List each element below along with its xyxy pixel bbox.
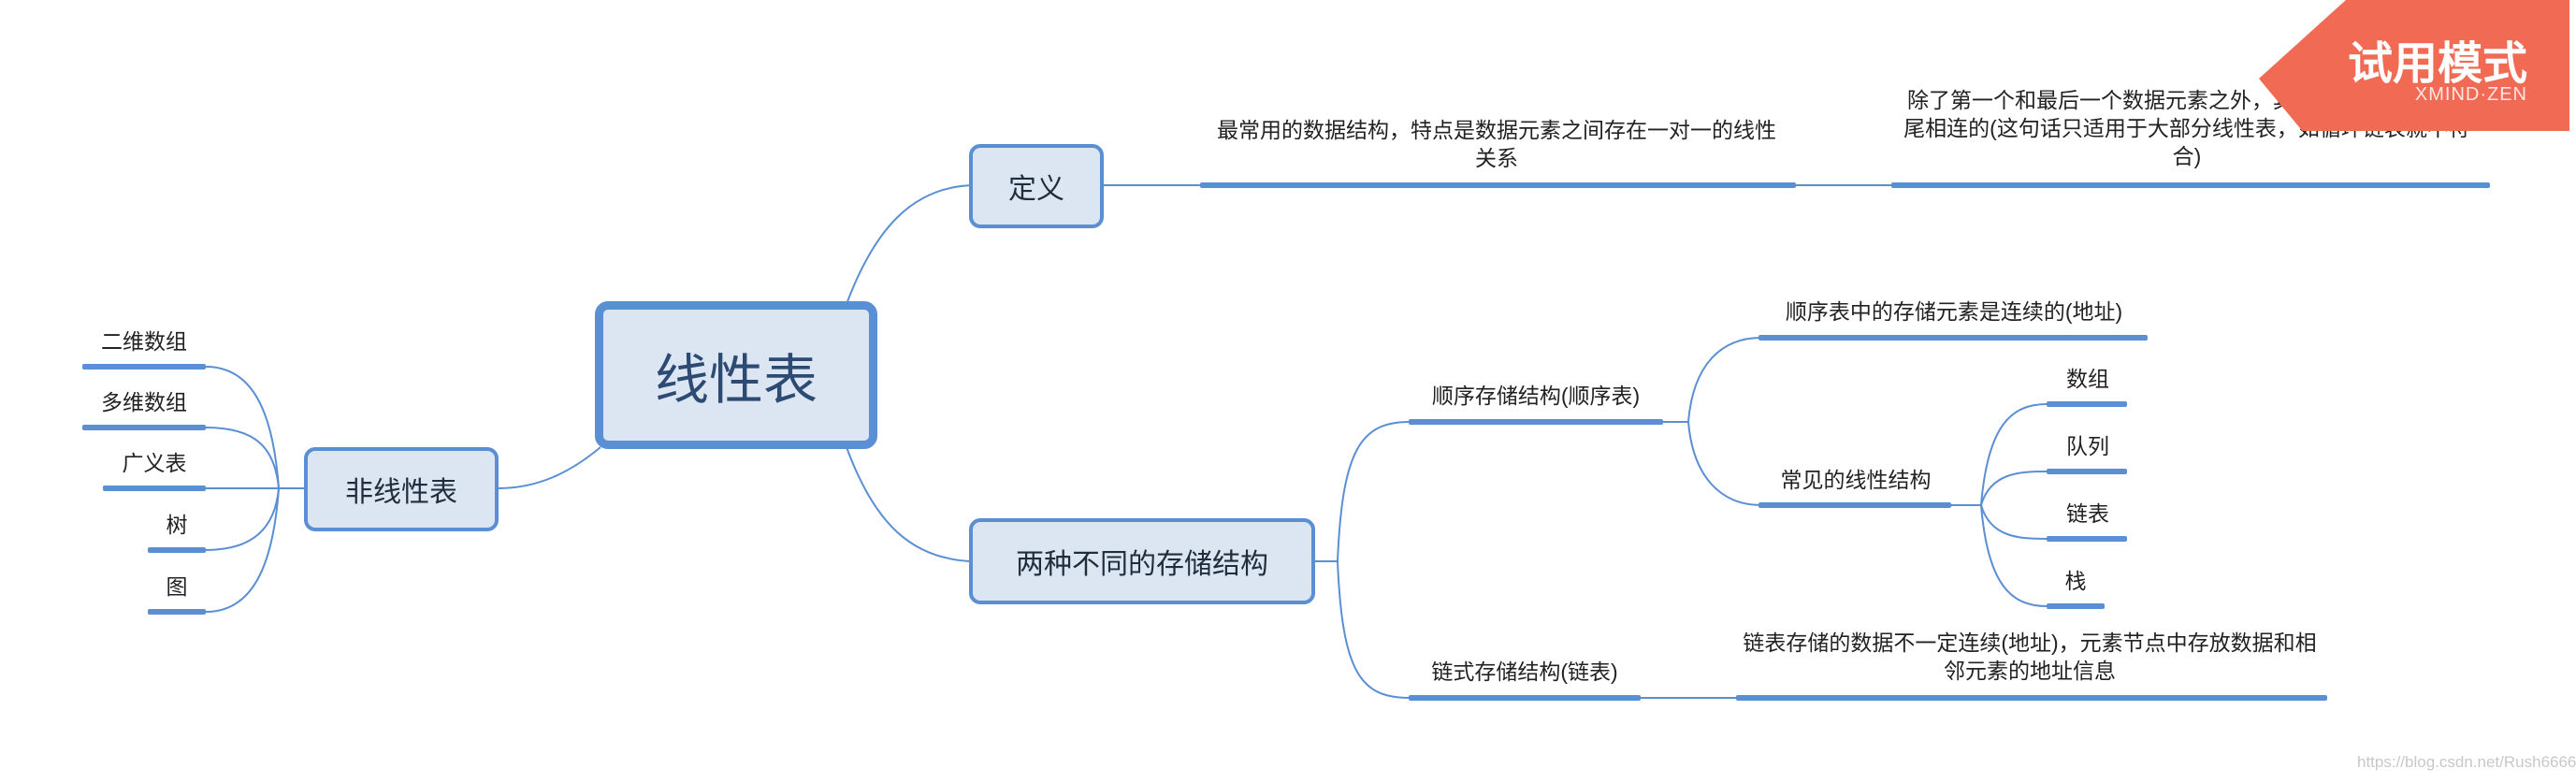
linear-item-underline: [2047, 401, 2127, 407]
common-linear-structures-underline: [1758, 502, 1951, 508]
nonlinear-item[interactable]: 树: [166, 513, 188, 537]
nonlinear-item-underline: [82, 425, 206, 430]
linear-item[interactable]: 链表: [2066, 501, 2109, 526]
common-linear-structures[interactable]: 常见的线性结构: [1780, 468, 1932, 492]
watermark-text: https://blog.csdn.net/Rush6666: [2357, 753, 2576, 771]
linked-description[interactable]: 链表存储的数据不一定连续(地址)，元素节点中存放数据和相邻元素的地址信息: [1743, 631, 2317, 683]
nonlinear-item[interactable]: 多维数组: [101, 390, 187, 414]
linear-item[interactable]: 数组: [2066, 367, 2109, 391]
definition-text-2-underline: [1891, 182, 2490, 188]
topic-definition-label: 定义: [1008, 174, 1064, 205]
nonlinear-item[interactable]: 广义表: [122, 451, 187, 475]
sequential-storage[interactable]: 顺序存储结构(顺序表): [1431, 384, 1641, 408]
definition-text-1-underline: [1200, 182, 1796, 188]
nonlinear-item-underline: [103, 486, 206, 491]
root-node[interactable]: 线性表: [595, 301, 877, 449]
topic-storage-label: 两种不同的存储结构: [1016, 549, 1268, 580]
root-label: 线性表: [654, 350, 818, 411]
nonlinear-item-underline: [148, 609, 206, 615]
topic-nonlinear-label: 非线性表: [345, 477, 457, 508]
trial-mode-subtitle: XMIND·ZEN: [2414, 84, 2527, 105]
linear-item-underline: [2047, 469, 2127, 474]
nonlinear-item[interactable]: 图: [166, 574, 188, 599]
definition-text-1[interactable]: 最常用的数据结构，特点是数据元素之间存在一对一的线性关系: [1217, 118, 1776, 170]
sequential-contiguous[interactable]: 顺序表中的存储元素是连续的(地址): [1785, 299, 2123, 324]
topic-storage-structures[interactable]: 两种不同的存储结构: [969, 518, 1315, 604]
linear-item[interactable]: 栈: [2064, 569, 2087, 593]
nonlinear-item-underline: [82, 364, 206, 370]
linear-item-underline: [2047, 603, 2105, 609]
sequential-storage-underline: [1409, 419, 1663, 425]
linked-storage[interactable]: 链式存储结构(链表): [1431, 660, 1618, 684]
trial-mode-title: 试用模式: [2347, 39, 2527, 89]
definition-text-2[interactable]: 除了第一个和最后一个数据元素之外，其他数据元素都是首尾相连的(这句话只适用于大部…: [1903, 88, 2470, 168]
topic-nonlinear[interactable]: 非线性表: [304, 447, 499, 531]
linear-item-underline: [2047, 536, 2127, 542]
sequential-contiguous-underline: [1758, 335, 2148, 341]
nonlinear-item[interactable]: 二维数组: [101, 329, 187, 354]
nonlinear-item-underline: [148, 547, 206, 553]
linked-description-underline: [1736, 695, 2327, 701]
topic-definition[interactable]: 定义: [969, 144, 1104, 228]
linked-storage-underline: [1409, 695, 1641, 701]
linear-item[interactable]: 队列: [2066, 434, 2109, 458]
